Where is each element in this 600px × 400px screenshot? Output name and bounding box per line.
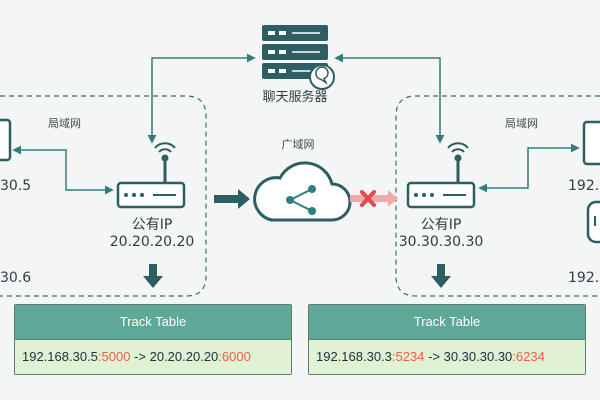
right-device-router-link [478,143,580,193]
left-down-arrow [143,264,163,288]
left-track-table: Track Table 192.168.30.5:5000 -> 20.20.2… [14,304,292,375]
outbound-arrow [214,189,250,209]
right-router-ip: 30.30.30.30 [398,234,484,250]
left-router-ip: 20.20.20.20 [109,234,195,250]
right-track-arrow: -> [424,349,444,364]
left-track-row: 192.168.30.5:5000 -> 20.20.20.20:6000 [15,340,291,374]
left-router-server-link [147,53,256,144]
left-track-dst-ip: 20.20.20.20 [149,349,219,364]
left-track-src-port: :5000 [97,349,131,364]
wan-label: 广域网 [281,138,315,151]
right-lan-label: 局域网 [505,117,538,130]
left-router-icon [116,142,186,209]
left-track-dst-port: :6000 [218,349,251,364]
right-device2-ip: 192. [568,270,600,286]
right-device1-ip: 192. [568,178,600,194]
left-track-arrow: -> [130,349,150,364]
blocked-x-icon [360,190,376,207]
right-track-src-port: :5234 [391,349,425,364]
left-lan-boundary [0,95,207,297]
right-down-arrow [431,264,451,288]
right-track-src-ip: 192.168.30.3 [316,349,392,364]
right-tablet-icon [586,200,600,244]
server-stack-icon [262,25,328,79]
left-device2-ip: 30.6 [0,270,32,286]
right-track-title: Track Table [309,305,585,340]
right-router-server-link [334,53,445,144]
cloud-share-icon [253,161,352,222]
right-track-table: Track Table 192.168.30.3:5234 -> 30.30.3… [308,304,586,375]
right-track-dst-ip: 30.30.30.30 [443,349,513,364]
left-phone-icon [0,118,12,162]
right-track-row: 192.168.30.3:5234 -> 30.30.30.30:6234 [309,340,585,374]
right-router-icon [406,142,476,209]
chat-bubble-icon [309,64,335,90]
left-lan-label: 局域网 [48,117,81,130]
left-track-title: Track Table [15,305,291,340]
right-router-label: 公有IP [420,217,462,233]
left-router-label: 公有IP [131,217,173,233]
left-device1-ip: 30.5 [0,178,32,194]
right-track-dst-port: :6234 [512,349,545,364]
left-track-src-ip: 192.168.30.5 [22,349,98,364]
server-label: 聊天服务器 [262,90,328,105]
right-phone-icon [582,120,600,166]
left-device-router-link [12,145,114,195]
